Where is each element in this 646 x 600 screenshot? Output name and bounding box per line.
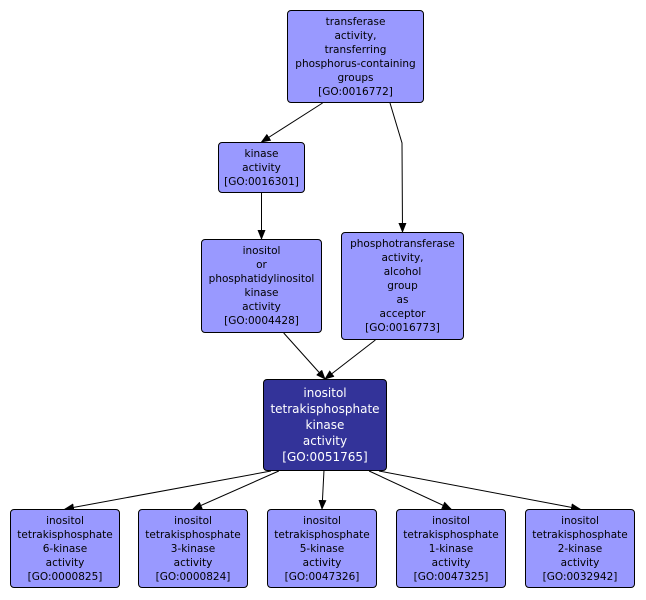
term-label-line: 6-kinase (42, 542, 88, 555)
edge-GO0016772-to-GO0016773 (389, 102, 407, 233)
edge-GO0051765-to-GO0047325 (368, 470, 452, 510)
term-label-line: tetrakisphosphate (274, 528, 370, 541)
term-label-line: phosphatidylinositol (208, 273, 315, 285)
term-label-line: tetrakisphosphate (403, 528, 499, 541)
edge-GO0004428-to-GO0051765 (283, 332, 326, 380)
term-label-line: inositol (432, 514, 470, 527)
go-id-label: [GO:0000824] (155, 570, 231, 583)
term-label-line: activity, (381, 252, 424, 264)
edge-GO0016773-to-GO0051765 (324, 339, 376, 380)
term-label-line: activity (45, 556, 85, 569)
term-label-line: 5-kinase (299, 542, 345, 555)
term-label-line: activity, (334, 29, 377, 42)
term-label-line: activity (560, 556, 600, 569)
term-label-line: inositol (303, 514, 341, 527)
go-node-inositol-tetrakisphosphate-kinase-activity[interactable]: inositol tetrakisphosphate kinase activity [… (263, 379, 387, 471)
go-node-phosphotransferase-activity-alcohol-group[interactable]: phosphotransferase activity, alcohol group a… (341, 232, 464, 340)
term-label-line: activity (431, 556, 471, 569)
go-id-label: [GO:0016773] (365, 322, 440, 334)
go-id-label: [GO:0051765] (282, 450, 368, 464)
go-id-label: [GO:0000825] (27, 570, 103, 583)
go-id-label: [GO:0047325] (413, 570, 489, 583)
term-label-line: transferring (324, 43, 387, 56)
edge-GO0051765-to-GO0032942 (378, 470, 581, 512)
edge-GO0051765-to-GO0000825 (64, 470, 272, 512)
term-label-line: or (256, 259, 267, 271)
term-label-line: 1-kinase (428, 542, 474, 555)
term-label-line: group (387, 280, 418, 292)
go-id-label: [GO:0032942] (542, 570, 618, 583)
term-label-line: activity (242, 301, 281, 313)
edge-GO0051765-to-GO0047326 (318, 470, 327, 510)
term-label-line: tetrakisphosphate (532, 528, 628, 541)
term-label-line: inositol (242, 245, 281, 257)
term-label-line: inositol (46, 514, 84, 527)
term-label-line: tetrakisphosphate (270, 402, 380, 416)
term-label-line: inositol (561, 514, 599, 527)
term-label-line: kinase (244, 147, 279, 160)
go-node-inositol-or-phosphatidylinositol-kinase-activity[interactable]: inositol or phosphatidylinositol kinase acti… (201, 239, 322, 333)
term-label-line: kinase (244, 287, 279, 299)
term-label-line: acceptor (379, 308, 426, 320)
term-label-line: activity (242, 161, 281, 174)
term-label-line: inositol (303, 386, 347, 400)
go-id-label: [GO:0004428] (224, 315, 299, 327)
term-label-line: groups (337, 71, 374, 84)
term-label-line: as (396, 294, 409, 306)
term-label-line: activity (302, 434, 348, 448)
edge-GO0051765-to-GO0000824 (192, 470, 280, 510)
go-id-label: [GO:0016772] (318, 85, 393, 98)
term-label-line: activity (173, 556, 213, 569)
edge-GO0016772-to-GO0016301 (260, 102, 323, 143)
term-label-line: transferase (325, 15, 386, 28)
term-label-line: 3-kinase (170, 542, 216, 555)
term-label-line: kinase (305, 418, 345, 432)
term-label-line: tetrakisphosphate (17, 528, 113, 541)
term-label-line: tetrakisphosphate (145, 528, 241, 541)
go-id-label: [GO:0016301] (224, 175, 299, 188)
go-id-label: [GO:0047326] (284, 570, 360, 583)
term-label-line: alcohol (383, 266, 422, 278)
term-label-line: 2-kinase (557, 542, 603, 555)
term-label-line: phosphotransferase (350, 238, 455, 250)
term-label-line: phosphorus-containing (295, 57, 416, 70)
term-label-line: activity (302, 556, 342, 569)
term-label-line: inositol (174, 514, 212, 527)
